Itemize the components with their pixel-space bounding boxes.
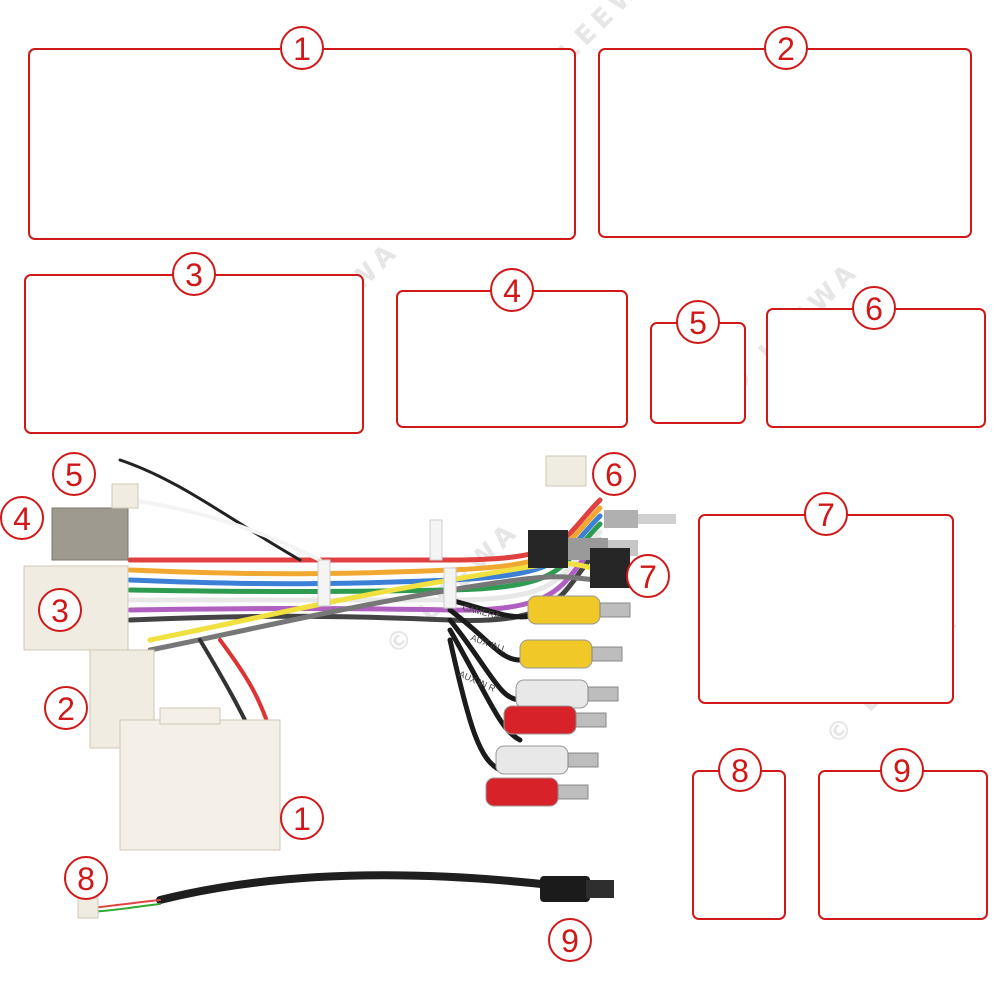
harness-connector-5 [111, 483, 139, 509]
rca-plugs [485, 595, 631, 807]
rca-plug-body [485, 777, 559, 807]
rca-plug-tip [599, 602, 631, 618]
rca-plug-tip [591, 646, 623, 662]
harness-connector-4 [51, 507, 129, 561]
harness-label-8: 8 [64, 856, 108, 900]
panel-8-number: 8 [718, 748, 762, 792]
harness-connector-9 [540, 876, 590, 902]
panel-1-number: 1 [280, 26, 324, 70]
harness-label-5: 5 [52, 452, 96, 496]
harness-label-9: 9 [548, 918, 592, 962]
rca-plug-tip [557, 784, 589, 800]
panel-2 [598, 48, 972, 238]
harness-connector-6 [545, 455, 587, 487]
panel-9-number: 9 [880, 748, 924, 792]
antenna-plug [528, 510, 676, 568]
rca-plug-body [503, 705, 577, 735]
panel-5-number: 5 [676, 300, 720, 344]
harness-label-3: 3 [38, 588, 82, 632]
panel-4-number: 4 [490, 268, 534, 312]
wire-bundle [89, 458, 603, 913]
rca-plug-tip [575, 712, 607, 728]
rca-plug-tip [587, 686, 619, 702]
rca-plug-body [519, 639, 593, 669]
rca-plug-body [527, 595, 601, 625]
panel-7-number: 7 [804, 492, 848, 536]
panel-9 [818, 770, 988, 920]
panel-7 [698, 514, 954, 704]
rca-plug-body [495, 745, 569, 775]
panel-6-number: 6 [852, 286, 896, 330]
panel-3 [24, 274, 364, 434]
panel-1 [28, 48, 576, 240]
panel-2-number: 2 [764, 26, 808, 70]
harness-connector-7 [590, 548, 630, 588]
harness-label-7: 7 [626, 554, 670, 598]
harness-label-2: 2 [44, 686, 88, 730]
panel-3-number: 3 [172, 252, 216, 296]
harness-label-4: 4 [0, 496, 44, 540]
panel-4 [396, 290, 628, 428]
panel-8 [692, 770, 786, 920]
rca-plug-body [515, 679, 589, 709]
harness-connector-8 [77, 897, 99, 919]
harness-label-1: 1 [280, 796, 324, 840]
rca-plug-tip [567, 752, 599, 768]
harness-label-6: 6 [592, 452, 636, 496]
harness-connector-1 [119, 707, 281, 851]
